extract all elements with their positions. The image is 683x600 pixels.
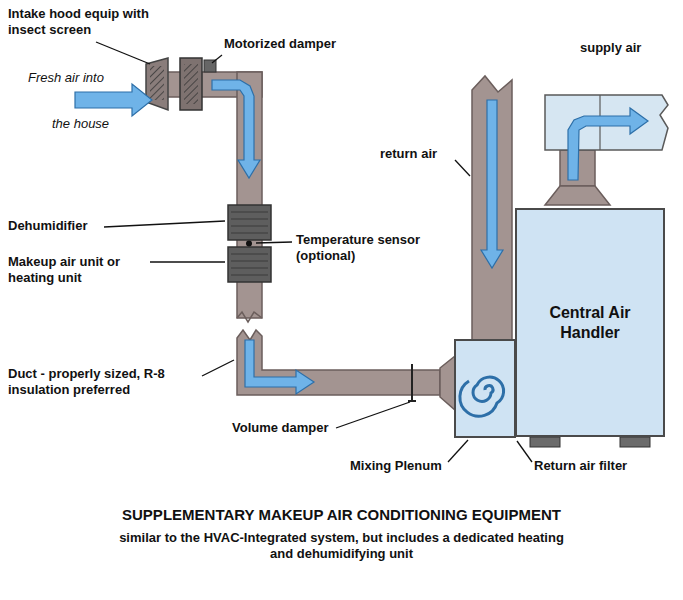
part-label: Volume damper (232, 420, 337, 436)
diagram-title: SUPPLEMENTARY MAKEUP AIR CONDITIONING EQ… (0, 506, 683, 524)
flow-label: supply air (580, 40, 641, 56)
part-label: Return air filter (534, 458, 674, 474)
part-label: Temperature sensor (optional) (296, 232, 446, 264)
part-label: Motorized damper (224, 36, 374, 52)
diagram-caption: similar to the HVAC-Integrated system, b… (106, 530, 577, 562)
handler-label: Central Air Handler (527, 303, 653, 343)
part-label: Intake hood equip with insect screen (8, 6, 153, 38)
node-text-group: Central Air Handler (527, 303, 653, 343)
part-label: Dehumidifier (8, 218, 103, 234)
part-label: Makeup air unit or heating unit (8, 254, 148, 286)
part-label: Mixing Plenum (350, 458, 450, 474)
flow-label: return air (380, 146, 470, 162)
part-label: Duct - properly sized, R-8 insulation pr… (8, 366, 200, 398)
flow-label: Fresh air into (28, 70, 148, 86)
flow-label: the house (52, 116, 152, 132)
air-handler-box: Central Air Handler (515, 208, 665, 437)
